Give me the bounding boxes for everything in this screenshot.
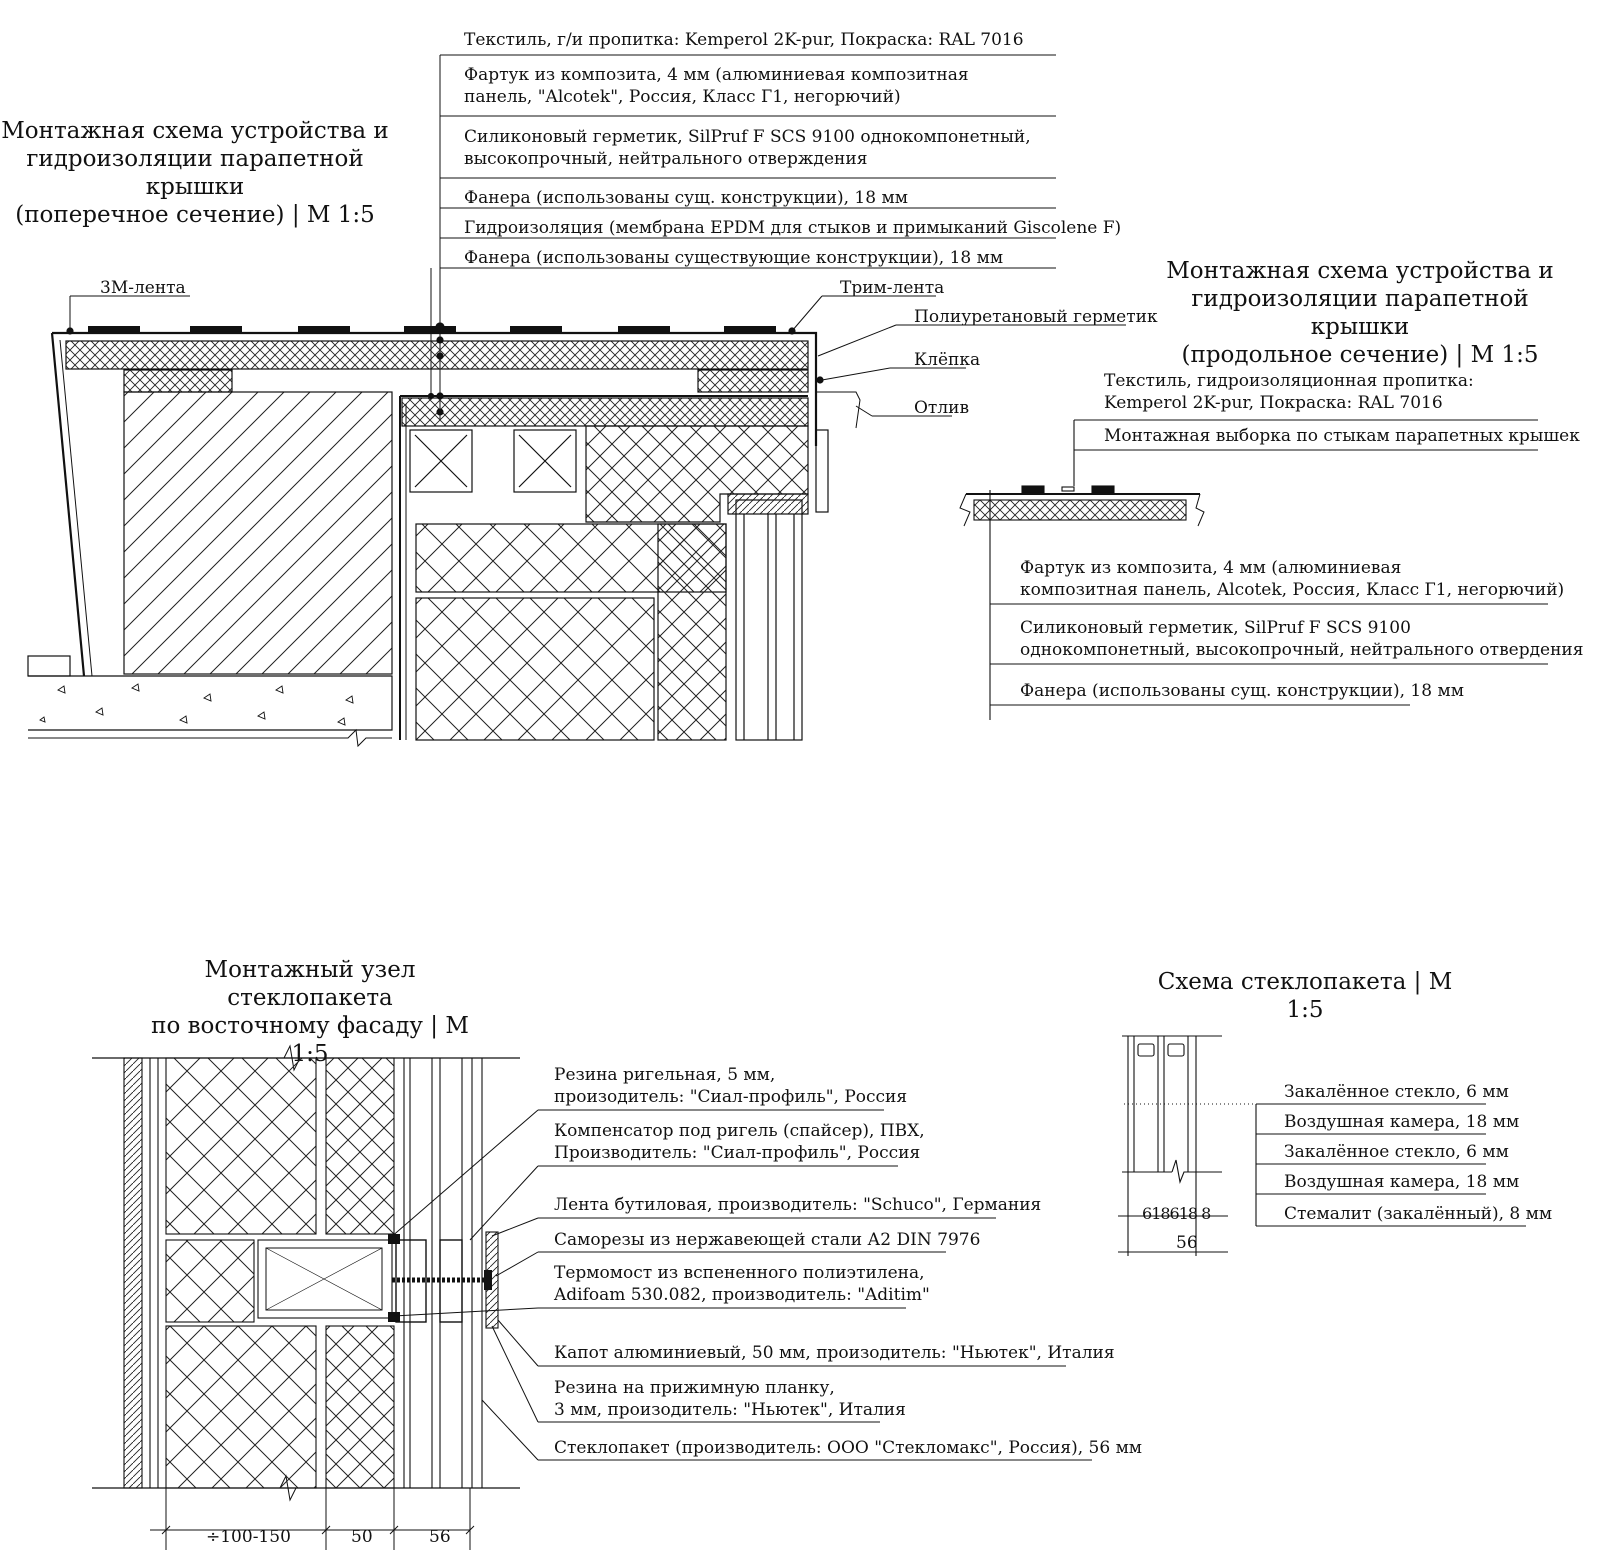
layer-line: Adifoam 530.082, производитель: "Aditim" <box>554 1285 930 1305</box>
dim-part: 8 <box>1201 1204 1211 1223</box>
layer-line: Фанера (использованы сущ. конструкции), … <box>1020 681 1464 701</box>
layer-line: панель, "Alcotek", Россия, Класс Г1, нег… <box>464 87 901 107</box>
cross-layer-1: Текстиль, г/и пропитка: Kemperol 2K-pur,… <box>464 29 1024 51</box>
scheme-layer-5: Стемалит (закалённый), 8 мм <box>1284 1204 1553 1224</box>
scheme-layer-4: Воздушная камера, 18 мм <box>1284 1172 1520 1192</box>
parapet-cross-section <box>27 54 1126 748</box>
scheme-layer-1: Закалённое стекло, 6 мм <box>1284 1082 1509 1102</box>
layer-line: произодитель: "Сиал-профиль", Россия <box>554 1087 908 1107</box>
node-layer-1: Резина ригельная, 5 мм, произодитель: "С… <box>554 1064 907 1108</box>
node-dim-post: 50 <box>351 1527 373 1547</box>
glazing-node-section <box>92 1044 1092 1550</box>
node-dim-wall: ÷100-150 <box>206 1527 291 1547</box>
layer-line: Гидроизоляция (мембрана EPDM для стыков … <box>464 218 1122 238</box>
title-line: (поперечное сечение) | М 1:5 <box>15 202 375 228</box>
title-parapet-cross: Монтажная схема устройства и гидроизоляц… <box>0 117 390 229</box>
title-line: (продольное сечение) | М 1:5 <box>1181 342 1539 368</box>
long-bottom-1: Фартук из композита, 4 мм (алюминиевая к… <box>1020 557 1564 601</box>
cross-layer-2: Фартук из композита, 4 мм (алюминиевая к… <box>464 64 969 108</box>
title-glazing-node: Монтажный узел стеклопакета по восточном… <box>140 956 480 1068</box>
title-line: Монтажная схема устройства и <box>1 118 389 144</box>
callout-trim-tape: Трим-лента <box>840 278 945 298</box>
dim-part: 6 <box>1142 1204 1152 1223</box>
long-bottom-3: Фанера (использованы сущ. конструкции), … <box>1020 680 1464 702</box>
layer-line: высокопрочный, нейтрального отверждения <box>464 149 868 169</box>
layer-line: Силиконовый герметик, SilPruf F SCS 9100… <box>464 127 1031 147</box>
long-top-1: Текстиль, гидроизоляционная пропитка: Ke… <box>1104 370 1474 414</box>
layer-line: Силиконовый герметик, SilPruf F SCS 9100 <box>1020 618 1411 638</box>
title-line: гидроизоляции парапетной крышки <box>1191 286 1529 340</box>
layer-line: Текстиль, г/и пропитка: Kemperol 2K-pur,… <box>464 30 1024 50</box>
layer-line: Резина на прижимную планку, <box>554 1378 835 1398</box>
top-tape <box>88 326 776 333</box>
dim-part: 18 <box>1178 1204 1198 1223</box>
node-layer-8: Стеклопакет (производитель: ООО "Стеклом… <box>554 1437 1142 1459</box>
node-dim-glass: 56 <box>429 1527 451 1547</box>
node-dimensions <box>150 1488 475 1550</box>
title-line: Монтажная схема устройства и <box>1166 258 1554 284</box>
scheme-layer-2: Воздушная камера, 18 мм <box>1284 1112 1520 1132</box>
title-line: Монтажный узел стеклопакета <box>204 957 416 1011</box>
layer-line: Лента бутиловая, производитель: "Schuco"… <box>554 1195 1042 1215</box>
glazing-unit-lines <box>403 1058 483 1488</box>
layer-line: Фартук из композита, 4 мм (алюминиевая к… <box>464 65 969 85</box>
long-top-2: Монтажная выборка по стыкам парапетных к… <box>1104 425 1580 447</box>
node-layer-4: Саморезы из нержавеющей стали А2 DIN 797… <box>554 1229 980 1251</box>
title-glazing-scheme: Схема стеклопакета | М 1:5 <box>1157 969 1453 1023</box>
layer-line: Резина ригельная, 5 мм, <box>554 1065 776 1085</box>
cross-layer-6: Фанера (использованы существующие констр… <box>464 247 1003 269</box>
title-line: гидроизоляции парапетной крышки <box>26 146 364 200</box>
cross-layer-3: Силиконовый герметик, SilPruf F SCS 9100… <box>464 126 1031 170</box>
title-parapet-long: Монтажная схема устройства и гидроизоляц… <box>1150 257 1570 369</box>
callout-rivet: Клёпка <box>914 350 981 370</box>
layer-line: Производитель: "Сиал-профиль", Россия <box>554 1143 921 1163</box>
layer-line: Саморезы из нержавеющей стали А2 DIN 797… <box>554 1230 981 1250</box>
dim-part: 6 <box>1169 1204 1180 1223</box>
layer-line: Фартук из композита, 4 мм (алюминиевая <box>1020 558 1402 578</box>
node-layer-3: Лента бутиловая, производитель: "Schuco"… <box>554 1194 1041 1216</box>
layer-line: Капот алюминиевый, 50 мм, произодитель: … <box>554 1343 1115 1363</box>
node-layer-6: Капот алюминиевый, 50 мм, произодитель: … <box>554 1342 1115 1364</box>
scheme-dim-total: 56 <box>1176 1233 1198 1253</box>
callout-3m-tape: 3М-лента <box>100 278 186 298</box>
layer-line: однокомпонетный, высокопрочный, нейтраль… <box>1020 640 1584 660</box>
parapet-long-section <box>959 419 1548 720</box>
cross-layer-5: Гидроизоляция (мембрана EPDM для стыков … <box>464 217 1121 239</box>
layer-line: Компенсатор под ригель (спайсер), ПВХ, <box>554 1121 925 1141</box>
callout-drip: Отлив <box>914 398 970 418</box>
node-layer-7: Резина на прижимную планку, 3 мм, произо… <box>554 1377 906 1421</box>
layer-line: 3 мм, произодитель: "Ньютек", Италия <box>554 1400 906 1420</box>
layer-line: Термомост из вспененного полиэтилена, <box>554 1263 925 1283</box>
scheme-layer-3: Закалённое стекло, 6 мм <box>1284 1142 1509 1162</box>
layer-line: композитная панель, Alcotek, Россия, Кла… <box>1020 580 1565 600</box>
layer-line: Стеклопакет (производитель: ООО "Стеклом… <box>554 1438 1143 1458</box>
layer-line: Фанера (использованы сущ. конструкции), … <box>464 188 908 208</box>
layer-line: Kemperol 2K-pur, Покраска: RAL 7016 <box>1104 393 1443 413</box>
long-bottom-2: Силиконовый герметик, SilPruf F SCS 9100… <box>1020 617 1584 661</box>
glazing-scheme <box>1118 1035 1526 1256</box>
dim-part: 18 <box>1151 1204 1170 1223</box>
cross-layer-4: Фанера (использованы сущ. конструкции), … <box>464 187 908 209</box>
cross-leader-lines <box>430 54 1056 420</box>
layer-line: Монтажная выборка по стыкам парапетных к… <box>1104 426 1580 446</box>
layer-line: Фанера (использованы существующие констр… <box>464 248 1004 268</box>
node-layer-2: Компенсатор под ригель (спайсер), ПВХ, П… <box>554 1120 925 1164</box>
layer-line: Текстиль, гидроизоляционная пропитка: <box>1104 371 1474 391</box>
title-line: по восточному фасаду | М 1:5 <box>151 1013 469 1067</box>
node-layer-5: Термомост из вспененного полиэтилена, Ad… <box>554 1262 930 1306</box>
node-leaders <box>389 1109 1092 1461</box>
concrete-specks <box>39 683 354 726</box>
callout-pu-sealant: Полиуретановый герметик <box>914 307 1158 327</box>
